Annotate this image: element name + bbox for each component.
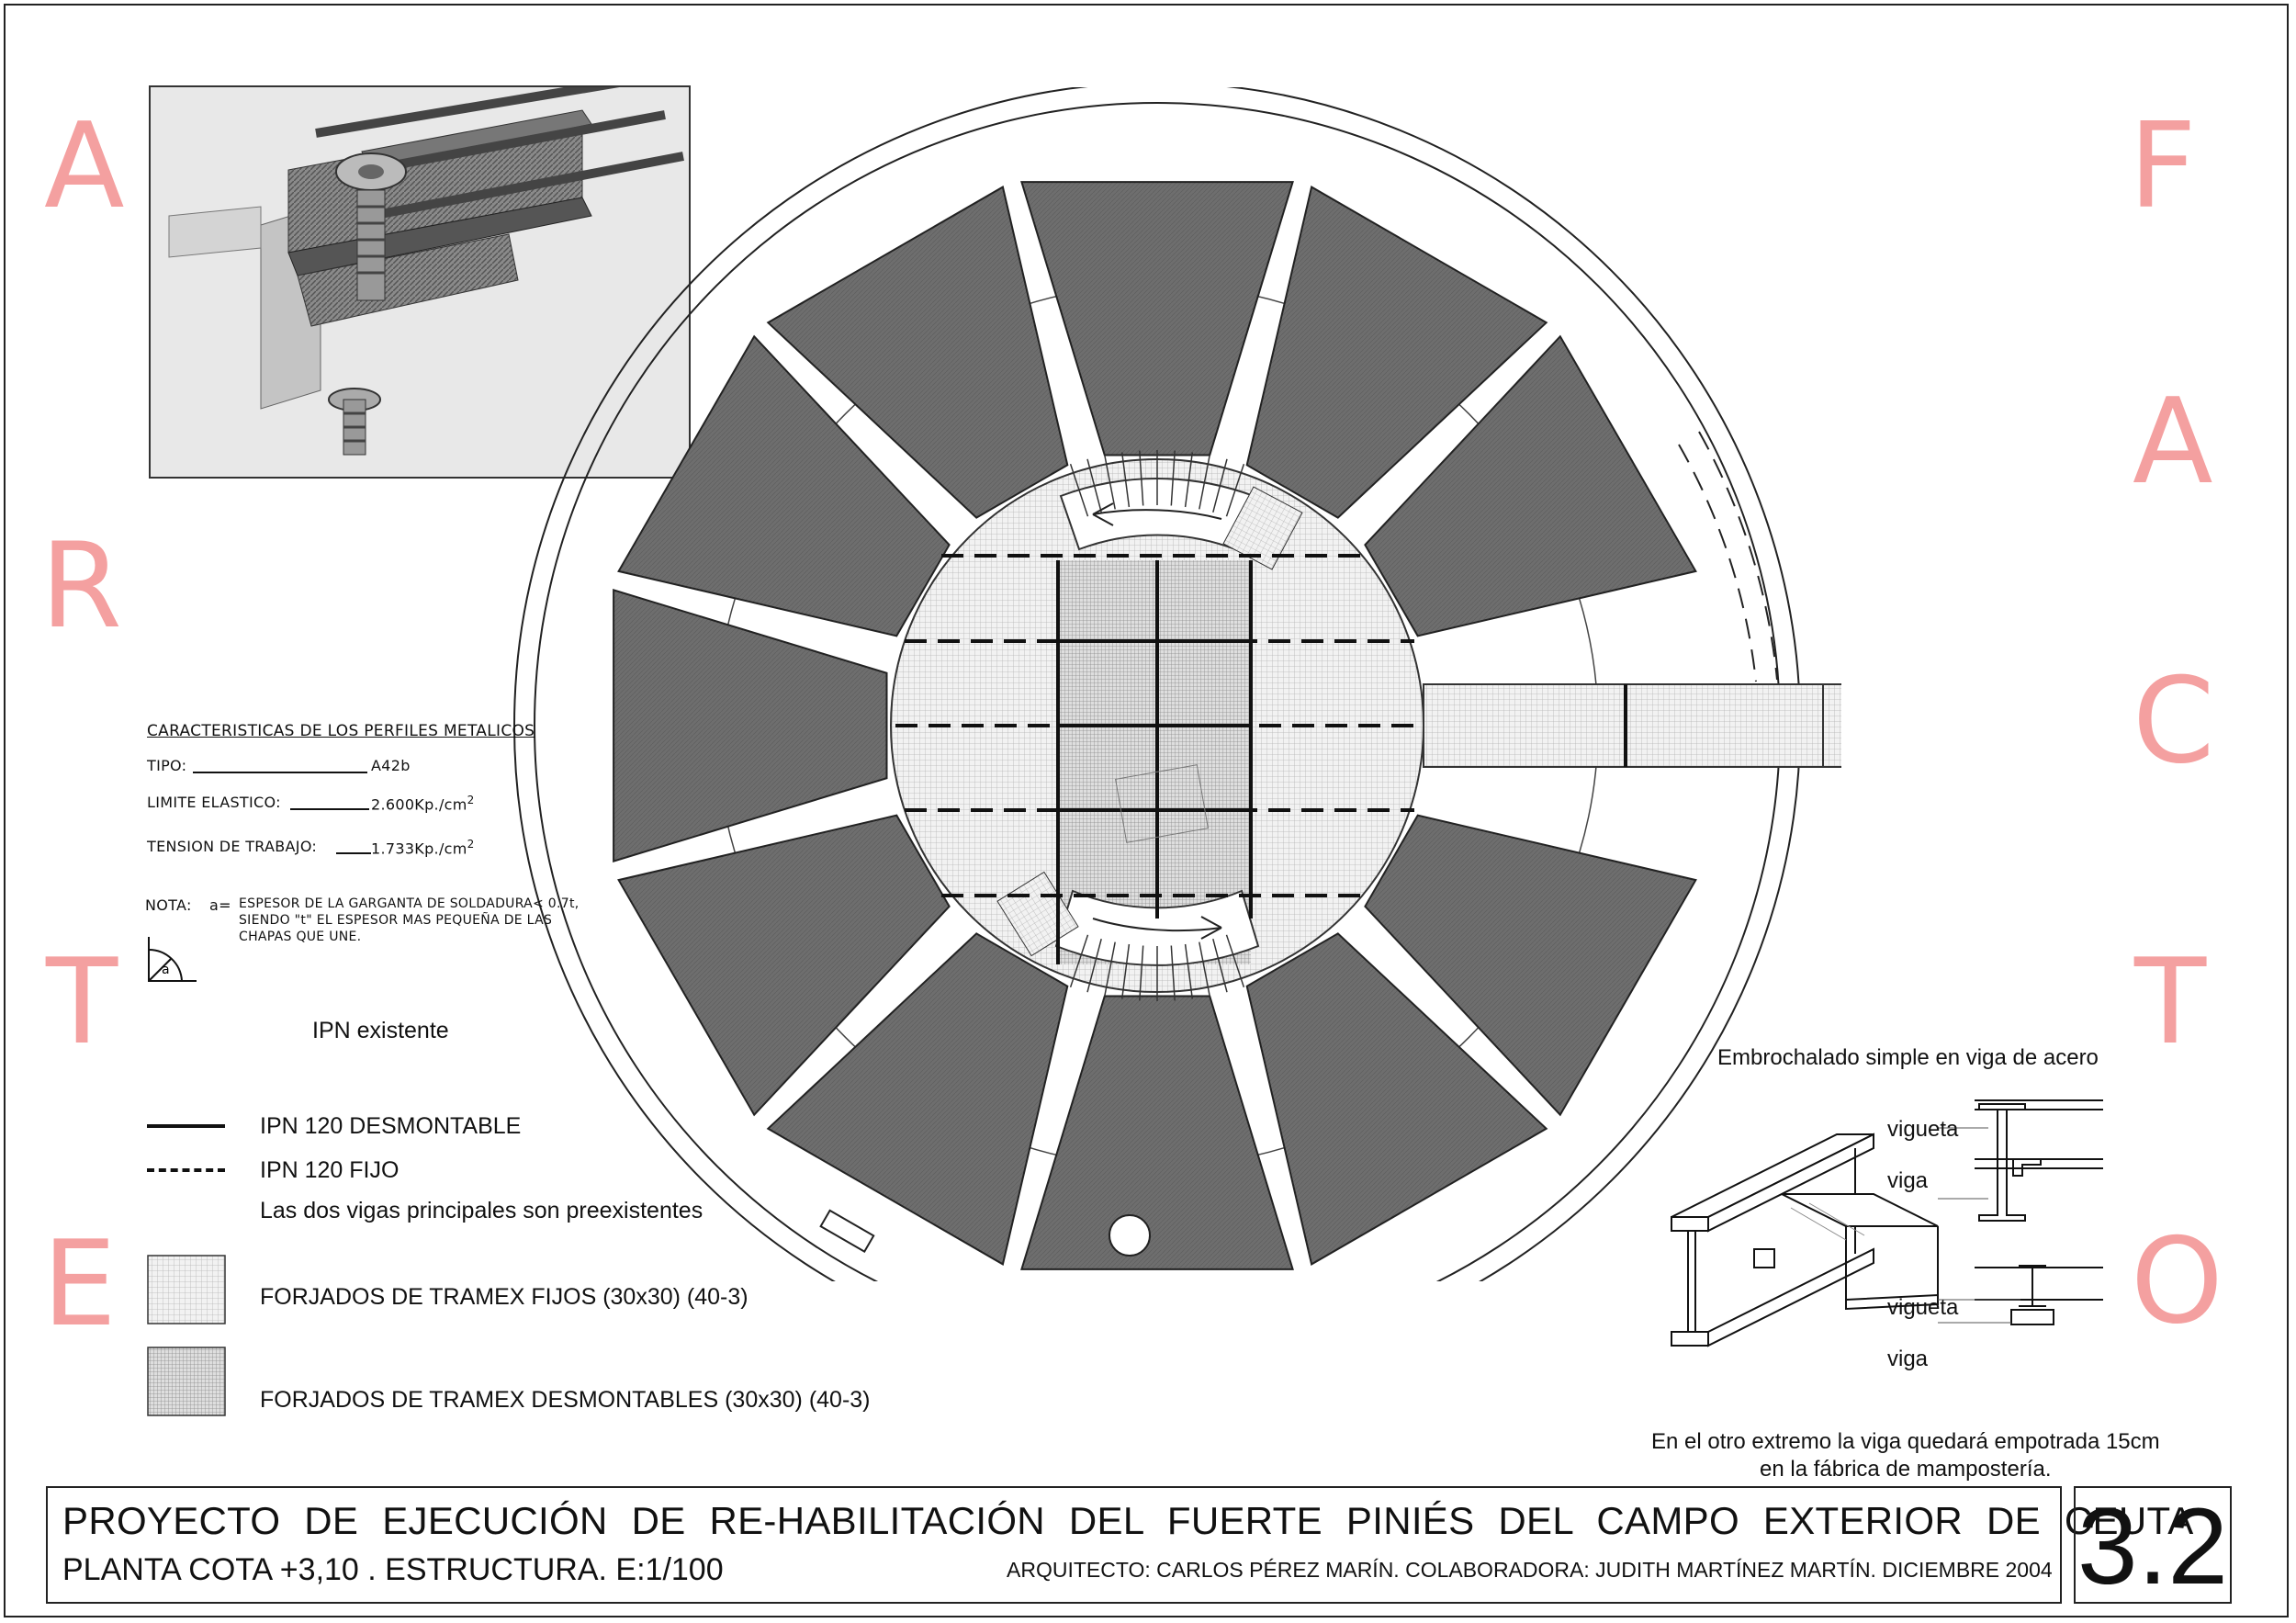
- side-letter-right-2: A: [2133, 374, 2213, 511]
- legend-ipn-fijo: IPN 120 FIJO: [260, 1157, 400, 1183]
- stair-step: [1104, 455, 1116, 510]
- stair-step: [1139, 945, 1144, 1001]
- stair-step: [1225, 934, 1245, 988]
- sheet-border: [4, 4, 2289, 1617]
- legend-swatch-fixed: [147, 1255, 226, 1324]
- stair-step: [1086, 939, 1102, 993]
- stair-step: [1120, 452, 1131, 508]
- stair-step: [1170, 945, 1176, 1001]
- floor-plan: [513, 87, 1841, 1281]
- legend-swatch-removable: [147, 1347, 226, 1416]
- note-symbol: a=: [209, 896, 231, 914]
- detail-label-viga-1: viga: [1887, 1168, 1929, 1193]
- side-letter-right-3: C: [2133, 653, 2215, 790]
- specs-title: CARACTERISTICAS DE LOS PERFILES METALICO…: [147, 722, 535, 740]
- slab-sector: [1020, 181, 1294, 456]
- stair-step: [1170, 450, 1176, 506]
- note-line-3: CHAPAS QUE UNE.: [239, 930, 362, 944]
- slab-sector: [1020, 995, 1294, 1270]
- slab-sector: [613, 589, 888, 862]
- detail-label-viga-2: viga: [1887, 1347, 1929, 1371]
- spec-tension-rule: [336, 852, 371, 854]
- spec-limite-rule: [290, 808, 369, 810]
- stair-step: [1184, 452, 1194, 508]
- slab-sector: [1245, 932, 1548, 1266]
- spec-limite-label: LIMITE ELASTICO:: [147, 794, 281, 811]
- stair-step: [1104, 941, 1116, 997]
- side-letter-left-2: R: [40, 518, 122, 655]
- note-label: NOTA:: [145, 896, 192, 914]
- detail-note-line-1: En el otro extremo la viga quedará empot…: [1651, 1429, 2160, 1454]
- slab-sector: [1364, 814, 1697, 1117]
- legend-forjados-fijos: FORJADOS DE TRAMEX FIJOS (30x30) (40-3): [260, 1284, 748, 1310]
- note-line-1: ESPESOR DE LA GARGANTA DE SOLDADURA< 0.7…: [239, 896, 580, 911]
- stair-step: [1199, 455, 1210, 510]
- side-letter-right-1: F: [2129, 98, 2197, 235]
- detail-title: Embrochalado simple en viga de acero: [1717, 1045, 2099, 1070]
- stair-step: [1225, 463, 1245, 517]
- stair-step: [1069, 463, 1089, 517]
- beam-joint-detail: [1671, 1099, 2103, 1347]
- stair-step: [1212, 939, 1228, 993]
- slab-sector: [766, 932, 1069, 1266]
- legend-dashed-line: [147, 1168, 225, 1172]
- stair-step: [1120, 943, 1131, 999]
- detail-note-line-2: en la fábrica de mampostería.: [1760, 1457, 2052, 1482]
- slab-sector: [1364, 334, 1697, 637]
- spec-tension-label: TENSION DE TRABAJO:: [147, 838, 318, 855]
- slab-sector: [617, 334, 951, 637]
- legend-solid-line: [147, 1124, 225, 1128]
- stair-step: [1184, 943, 1194, 999]
- spec-tension-value: 1.733Kp./cm2: [371, 838, 475, 858]
- legend-vigas-note: Las dos vigas principales son preexisten…: [260, 1198, 703, 1223]
- detail-label-vigueta-1: vigueta: [1887, 1117, 1959, 1142]
- walkway-outer: [1625, 683, 1841, 768]
- walkway-fixed: [1423, 683, 1626, 768]
- sheet-number: 3.2: [2074, 1486, 2232, 1606]
- note-line-2: SIENDO "t" EL ESPESOR MAS PEQUEÑA DE LAS: [239, 913, 553, 928]
- connection-photo: [149, 85, 691, 479]
- side-letter-left-1: A: [44, 98, 125, 235]
- spec-tipo-rule: [193, 772, 367, 773]
- legend-ipn-desmontable: IPN 120 DESMONTABLE: [260, 1113, 522, 1139]
- round-opening: [1109, 1214, 1151, 1257]
- slab-sector: [1245, 186, 1548, 519]
- legend-forjados-desmontables: FORJADOS DE TRAMEX DESMONTABLES (30x30) …: [260, 1387, 871, 1413]
- stair-step: [1212, 458, 1228, 513]
- stair-step: [1139, 450, 1144, 506]
- stair-step: [1069, 934, 1089, 988]
- spec-tipo-value: A42b: [371, 757, 411, 774]
- radial-slabs: [613, 181, 1697, 1270]
- stair-step: [1199, 941, 1210, 997]
- spec-limite-value: 2.600Kp./cm2: [371, 794, 475, 814]
- side-letter-right-4: T: [2134, 934, 2207, 1071]
- stair-step: [1086, 458, 1102, 513]
- detail-label-vigueta-2: vigueta: [1887, 1295, 1959, 1320]
- slab-sector: [617, 814, 951, 1117]
- credits: ARQUITECTO: CARLOS PÉREZ MARÍN. COLABORA…: [1007, 1558, 2053, 1582]
- side-letter-left-4: E: [42, 1216, 117, 1353]
- project-title: PROYECTO DE EJECUCIÓN DE RE-HABILITACIÓN…: [62, 1499, 2194, 1542]
- weld-symbol-icon: a: [148, 937, 197, 982]
- beams-fixed: [895, 554, 1424, 897]
- svg-text:a: a: [162, 963, 170, 977]
- legend-ipn-existente: IPN existente: [312, 1018, 449, 1043]
- slab-sector: [766, 186, 1069, 519]
- sheet-title: PLANTA COTA +3,10 . ESTRUCTURA. E:1/100: [62, 1552, 724, 1587]
- side-letter-right-5: O: [2131, 1213, 2223, 1350]
- spec-tipo-label: TIPO:: [147, 757, 187, 774]
- side-letter-left-3: T: [46, 934, 118, 1071]
- title-block: [46, 1486, 2062, 1604]
